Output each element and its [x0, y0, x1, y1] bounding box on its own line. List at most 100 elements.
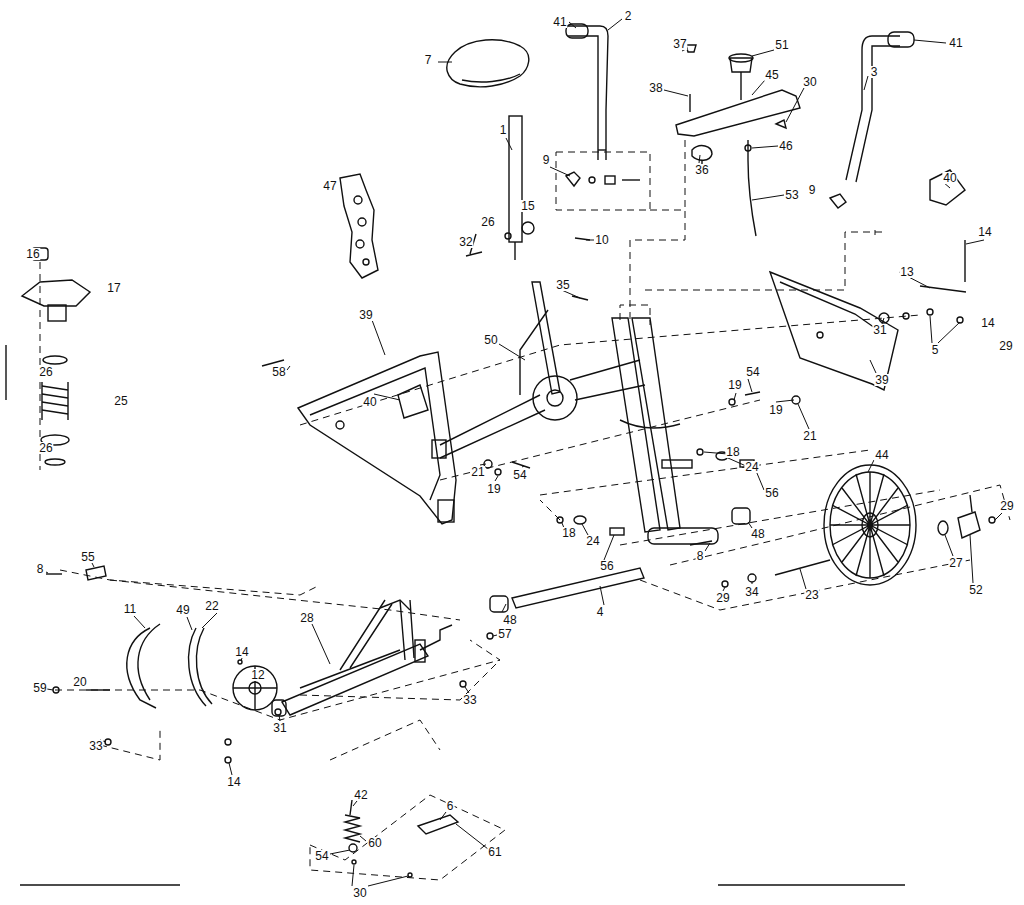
callout-number: 34 — [744, 586, 759, 598]
hardware — [495, 469, 501, 475]
wheel — [748, 574, 756, 582]
tension-knob — [42, 382, 68, 420]
callout-number: 47 — [322, 180, 337, 192]
callout-number: 60 — [367, 837, 382, 849]
callout-number: 37 — [672, 38, 687, 50]
brake-strap — [86, 566, 106, 580]
handlebar — [566, 24, 588, 38]
hardware — [879, 313, 889, 323]
wheel — [824, 465, 916, 585]
assembly-line — [620, 305, 650, 325]
callout-number: 56 — [599, 560, 614, 572]
brake-strap — [233, 666, 277, 710]
leader-line — [550, 167, 570, 176]
frame — [612, 318, 660, 532]
console — [689, 94, 690, 112]
leader-line — [752, 146, 778, 148]
handlebar — [846, 36, 900, 180]
leader-line — [92, 563, 94, 567]
callout-number: 14 — [226, 776, 241, 788]
chain-guard — [310, 368, 440, 500]
brake-strap — [487, 633, 493, 639]
callout-number: 33 — [462, 694, 477, 706]
leader-line — [798, 404, 809, 429]
callout-number: 45 — [764, 69, 779, 81]
chain-guard — [770, 272, 898, 390]
clamp-hardware — [830, 194, 846, 208]
stabilizer-tube — [512, 568, 644, 608]
leader-line — [465, 687, 469, 693]
assembly-line — [645, 232, 885, 290]
leader-line — [506, 138, 512, 150]
brake-strap — [127, 628, 156, 708]
leader-line — [752, 50, 774, 56]
handlebar — [568, 36, 598, 160]
callout-number: 49 — [175, 604, 190, 616]
leader-line — [312, 624, 330, 664]
callout-number: 33 — [88, 740, 103, 752]
chain-guard — [817, 332, 823, 338]
page-edge-mark — [5, 345, 6, 400]
callout-number: 21 — [470, 466, 485, 478]
callout-number: 19 — [486, 483, 501, 495]
callout-number: 27 — [948, 557, 963, 569]
console — [676, 45, 800, 236]
callout-number: 48 — [750, 528, 765, 540]
wheel — [830, 472, 910, 578]
leader-line — [229, 763, 232, 775]
frame — [632, 318, 680, 530]
callout-number: 8 — [36, 563, 45, 575]
leader-line — [608, 19, 622, 30]
leader-line — [664, 90, 688, 96]
leader-line — [352, 865, 354, 886]
hardware — [505, 233, 511, 239]
assembly-line — [100, 730, 160, 760]
leader-line — [752, 80, 765, 95]
callout-number: 54 — [314, 850, 329, 862]
chain-guard — [438, 500, 454, 522]
callout-number: 30 — [802, 76, 817, 88]
leader-line — [930, 316, 932, 343]
tension-knob — [45, 459, 65, 465]
leader-line — [46, 572, 48, 573]
assembly-line — [60, 570, 320, 595]
rear-frame — [400, 600, 414, 660]
brake-strap — [53, 687, 59, 693]
callout-number: 59 — [32, 682, 47, 694]
console — [747, 140, 748, 160]
hardware — [557, 517, 563, 523]
leader-line — [456, 824, 488, 849]
callout-number: 50 — [483, 334, 498, 346]
leader-line — [499, 344, 525, 360]
callout-number: 36 — [694, 164, 709, 176]
callout-number: 58 — [271, 366, 286, 378]
assembly-line — [55, 640, 500, 720]
leader-line — [47, 689, 53, 690]
console — [676, 90, 800, 136]
tension-knob — [48, 305, 66, 321]
leader-line — [752, 582, 753, 584]
rear-frame — [415, 640, 425, 662]
brake-strap — [196, 628, 212, 704]
callout-number: 40 — [942, 172, 957, 184]
frame — [432, 440, 446, 458]
brake-strap — [225, 757, 231, 763]
callout-number: 30 — [352, 887, 367, 899]
callout-number: 22 — [204, 600, 219, 612]
console — [730, 58, 752, 72]
rear-frame — [272, 600, 452, 716]
leader-line — [864, 76, 868, 90]
handlebar — [568, 26, 608, 160]
leader-line — [734, 393, 736, 400]
leader-line — [868, 460, 874, 472]
rear-frame — [300, 650, 400, 688]
callout-number: 55 — [80, 551, 95, 563]
callout-number: 32 — [458, 236, 473, 248]
assembly-line — [540, 450, 870, 495]
rear-frame — [272, 700, 286, 716]
tension-knob — [42, 386, 68, 414]
callout-number: 14 — [977, 226, 992, 238]
frame — [620, 420, 680, 428]
spring-lever — [408, 873, 412, 877]
